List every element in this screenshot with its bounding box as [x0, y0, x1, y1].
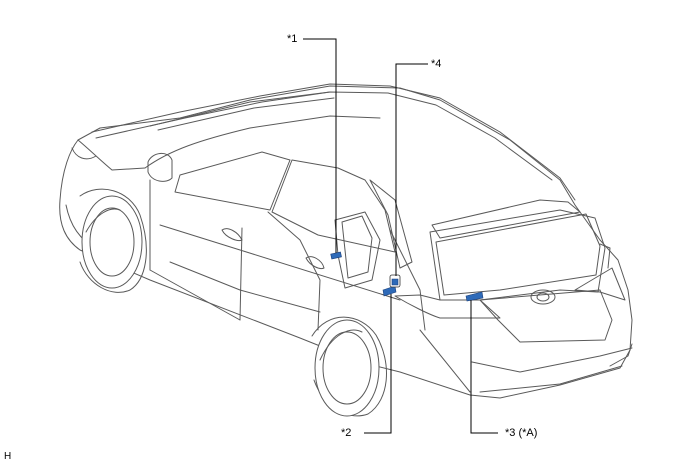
part-2 [382, 285, 397, 297]
callout-3-label: *3 (*A) [505, 427, 538, 439]
figure-code: H [4, 451, 12, 462]
callout-2-label: *2 [341, 427, 352, 439]
leader-4 [395, 63, 428, 276]
part-3 [465, 291, 484, 302]
leader-1 [303, 38, 337, 253]
car-body-outline [59, 83, 633, 399]
part-4 [389, 274, 401, 288]
callout-4-label: *4 [431, 58, 442, 70]
leader-3 [470, 300, 498, 434]
leader-2 [364, 294, 392, 434]
front-wheel [79, 188, 147, 293]
rear-wheel [311, 316, 387, 417]
callout-1-label: *1 [287, 33, 298, 45]
part-1 [330, 251, 342, 260]
leader-lines [303, 38, 498, 434]
